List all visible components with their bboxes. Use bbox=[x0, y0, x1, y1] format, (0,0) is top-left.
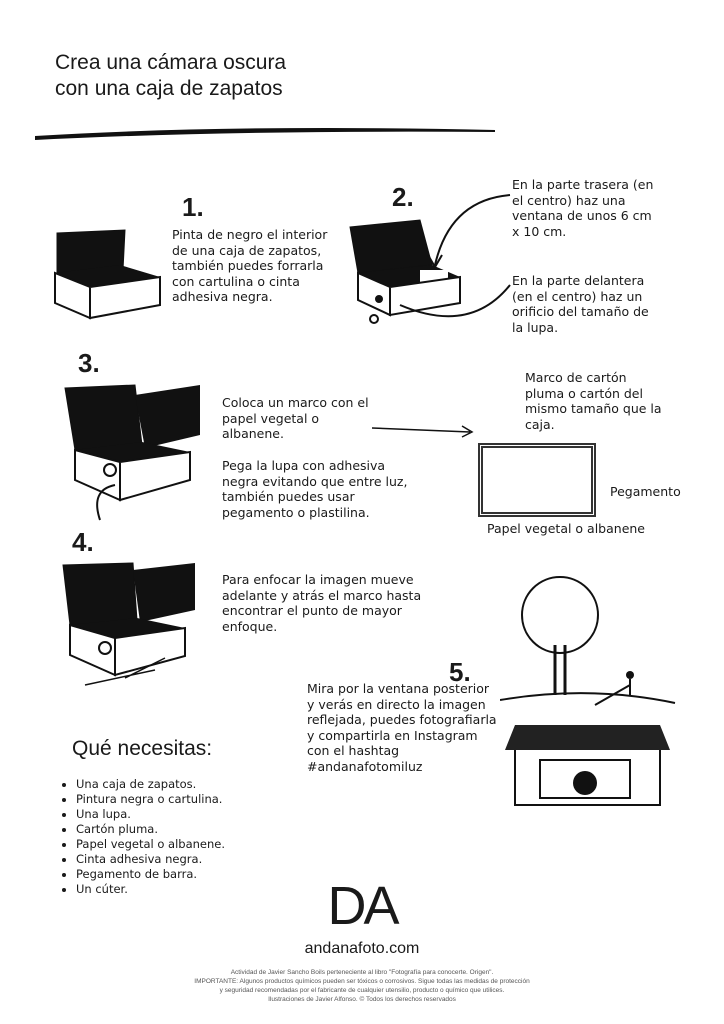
brush-stroke-divider bbox=[35, 128, 495, 140]
title-line-2: con una caja de zapatos bbox=[55, 77, 283, 100]
list-item: Pegamento de barra. bbox=[76, 867, 225, 882]
list-item: Pintura negra o cartulina. bbox=[76, 792, 225, 807]
list-item: Cartón pluma. bbox=[76, 822, 225, 837]
box-illustration-1 bbox=[54, 229, 161, 320]
box-illustration-3 bbox=[64, 384, 200, 521]
list-item: Una caja de zapatos. bbox=[76, 777, 225, 792]
list-item: Cinta adhesiva negra. bbox=[76, 852, 225, 867]
step-1-number: 1. bbox=[182, 192, 204, 222]
logo-site[interactable]: andanafoto.com bbox=[304, 940, 420, 957]
box-illustration-4 bbox=[62, 562, 195, 686]
page-title: Crea una cámara oscura con una caja de za… bbox=[55, 50, 286, 102]
step-4-number: 4. bbox=[72, 527, 94, 557]
box-illustration-2 bbox=[349, 219, 461, 324]
footer-line: y seguridad recomendadas por el fabrican… bbox=[219, 987, 505, 994]
frame-illustration bbox=[478, 443, 596, 517]
step-3-text-lens: Pega la lupa con adhesiva negra evitando… bbox=[222, 458, 408, 520]
step-5-number: 5. bbox=[449, 657, 471, 687]
tree-scene-illustration bbox=[500, 576, 676, 806]
step-2-text-front: En la parte delantera (en el centro) haz… bbox=[512, 273, 649, 335]
step-3-number: 3. bbox=[78, 348, 100, 378]
glue-label: Pegamento bbox=[610, 484, 681, 499]
step-2-number: 2. bbox=[392, 182, 414, 212]
footer-credits: Actividad de Javier Sancho Boils pertene… bbox=[100, 968, 624, 1004]
footer-line: IMPORTANTE: Algunos productos químicos p… bbox=[194, 978, 530, 985]
list-item: Un cúter. bbox=[76, 882, 225, 897]
frame-label: Marco de cartón pluma o cartón del mismo… bbox=[525, 370, 662, 432]
step-2-text-back: En la parte trasera (en el centro) haz u… bbox=[512, 177, 654, 239]
step-4-text: Para enfocar la imagen mueve adelante y … bbox=[222, 572, 422, 634]
list-item: Papel vegetal o albanene. bbox=[76, 837, 225, 852]
arrow-right-icon bbox=[371, 425, 474, 438]
step-5-text: Mira por la ventana posterior y verás en… bbox=[307, 681, 497, 774]
step-3-text-frame: Coloca un marco con el papel vegetal o a… bbox=[222, 395, 369, 441]
title-line-1: Crea una cámara oscura bbox=[55, 51, 287, 74]
needs-list: Una caja de zapatos. Pintura negra o car… bbox=[62, 777, 225, 897]
arrows-step-2 bbox=[399, 194, 511, 318]
needs-heading: Qué necesitas: bbox=[72, 737, 213, 760]
paper-label: Papel vegetal o albanene bbox=[487, 521, 646, 536]
list-item: Una lupa. bbox=[76, 807, 225, 822]
footer-line: Actividad de Javier Sancho Boils pertene… bbox=[230, 969, 494, 976]
footer-line: Ilustraciones de Javier Alfonso. © Todos… bbox=[268, 996, 456, 1003]
step-1-text: Pinta de negro el interior de una caja d… bbox=[172, 227, 328, 304]
logo-mark: DA bbox=[327, 876, 399, 936]
